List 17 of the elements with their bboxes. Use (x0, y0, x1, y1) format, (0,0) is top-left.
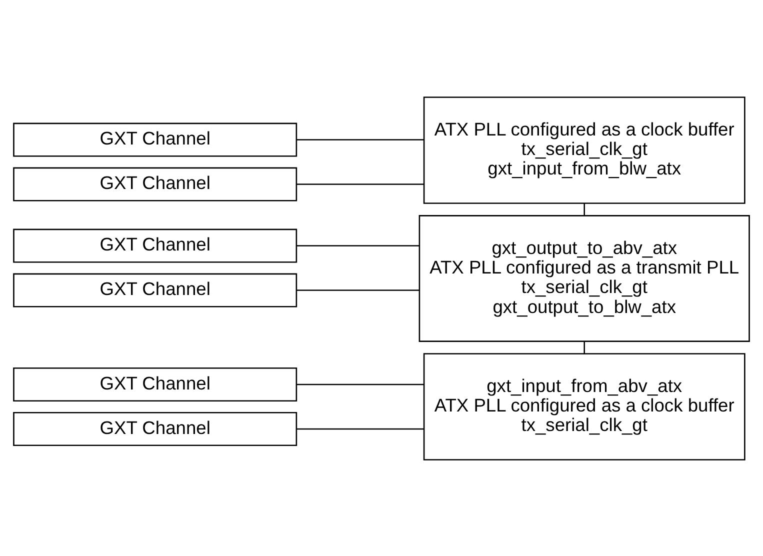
node-box: GXT Channel (13, 367, 298, 402)
node-box: gxt_input_from_abv_atx ATX PLL configured as a clock buffer tx_serial_clk_gt (423, 352, 746, 460)
node-box: GXT Channel (13, 166, 298, 201)
connector (296, 183, 424, 184)
node-box: GXT Channel (13, 412, 298, 446)
node-box: GXT Channel (13, 272, 298, 307)
node-box: gxt_output_to_abv_atx ATX PLL configured as a transmit PLL tx_serial_clk_gt gxt_output_to_blw_atx (418, 214, 750, 342)
connector (296, 138, 424, 140)
node-box: GXT Channel (13, 228, 298, 262)
connector (584, 341, 586, 354)
node-box: ATX PLL configured as a clock buffer tx_serial_clk_gt gxt_input_from_blw_atx (423, 96, 746, 204)
connector (296, 244, 420, 246)
connector (296, 383, 424, 385)
connector (584, 203, 586, 216)
node-box: GXT Channel (13, 122, 298, 156)
connector (296, 428, 424, 430)
connector (296, 289, 420, 290)
